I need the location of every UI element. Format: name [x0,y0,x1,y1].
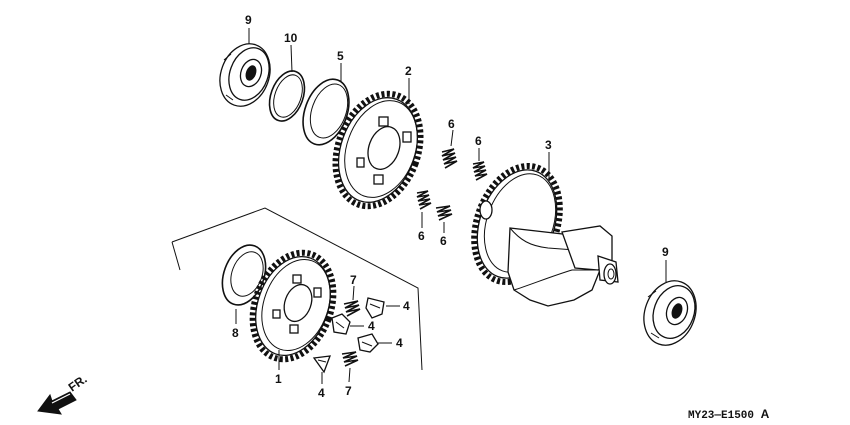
circlip[interactable] [263,66,311,126]
damper-4d[interactable] [312,355,331,374]
label-spring-7b: 7 [345,384,352,398]
damper-4c[interactable] [357,333,379,353]
label-spring-c: 6 [418,229,425,243]
diagram-code-suffix: A [761,407,770,421]
washer-top[interactable] [295,73,358,151]
label-gear-drive: 2 [405,64,412,78]
spring-7a[interactable] [343,300,361,317]
label-washer-left: 8 [232,326,239,340]
damper-4a[interactable] [365,297,385,319]
spring-6a[interactable] [441,148,458,169]
front-arrow-icon [37,391,77,415]
label-spring-d: 6 [440,234,447,248]
spring-6d[interactable] [435,205,453,221]
spring-7b[interactable] [341,351,359,367]
diagram-code: MY23—E1500 A [688,407,770,422]
label-washer-top: 5 [337,49,344,63]
gear-drive[interactable] [321,82,436,218]
damper-4b[interactable] [331,313,351,335]
label-circlip: 10 [284,31,298,45]
bearing-top[interactable] [212,37,279,114]
label-spring-a: 6 [448,117,455,131]
label-spring-b: 6 [475,134,482,148]
label-bearing-top: 9 [245,13,252,27]
label-damper-b: 4 [368,319,375,333]
label-gear-driven: 1 [275,372,282,386]
label-balancer-shaft: 3 [545,138,552,152]
gear-driven[interactable] [238,241,347,370]
spring-6c[interactable] [416,190,432,210]
label-damper-a: 4 [403,299,410,313]
front-indicator: FR. [66,372,90,395]
label-bearing-right: 9 [662,245,669,259]
bearing-right[interactable] [635,273,705,352]
balancer-shaft[interactable] [459,154,619,307]
label-damper-d: 4 [318,386,325,400]
label-damper-c: 4 [396,336,403,350]
subassembly-frame [171,207,423,371]
label-spring-7a: 7 [350,273,357,287]
spring-6b[interactable] [472,161,488,181]
